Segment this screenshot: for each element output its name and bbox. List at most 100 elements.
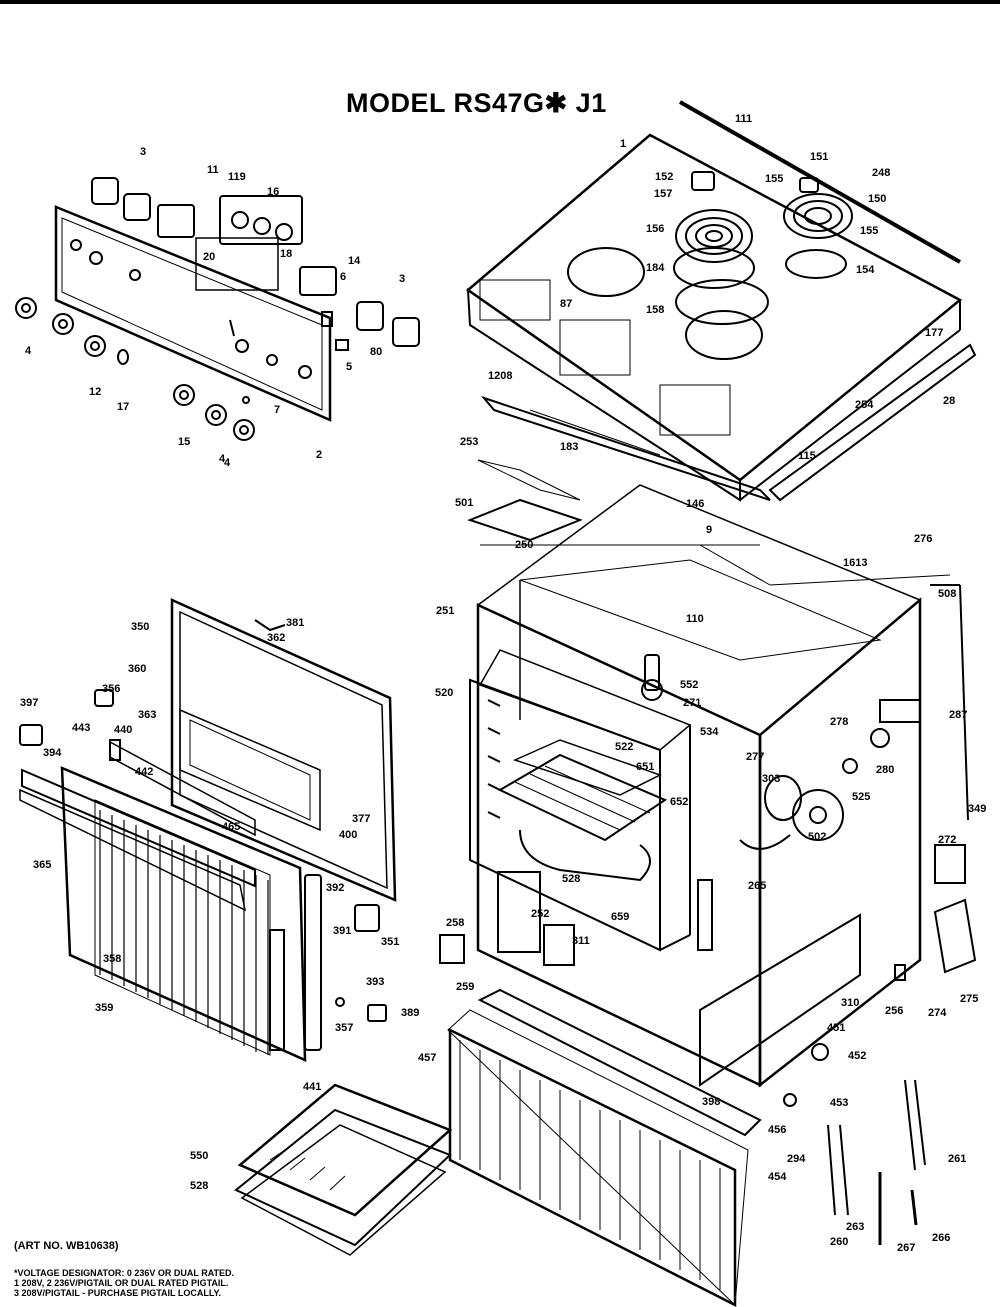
callout: 119 [228, 171, 246, 183]
callout: 150 [868, 193, 886, 205]
cooktop [465, 100, 963, 502]
callout: 392 [326, 882, 344, 894]
callout: 528 [562, 873, 580, 885]
callout: 183 [560, 441, 578, 453]
callout: 80 [370, 346, 382, 358]
callout: 14 [348, 255, 361, 267]
callout: 3 [399, 273, 405, 285]
callout: 280 [876, 764, 894, 776]
callout: 1613 [843, 557, 867, 569]
callout: 443 [72, 722, 90, 734]
callout: 28 [943, 395, 955, 407]
callout: 287 [949, 709, 967, 721]
callout: 177 [925, 327, 943, 339]
callout: 5 [346, 361, 352, 373]
callout: 365 [33, 859, 51, 871]
callout: 15 [178, 436, 190, 448]
callout: 389 [401, 1007, 419, 1019]
callout: 440 [114, 724, 132, 736]
callout: 6 [340, 271, 346, 283]
callout: 2 [316, 449, 322, 461]
callout: 251 [436, 605, 454, 617]
callout: 310 [841, 997, 859, 1009]
callout: 501 [455, 497, 473, 509]
callout: 252 [531, 908, 549, 920]
callout: 294 [787, 1153, 806, 1165]
callout: 552 [680, 679, 698, 691]
callout: 271 [683, 697, 701, 709]
callout: 362 [267, 632, 285, 644]
top-border [0, 0, 1000, 4]
oven-rack [497, 739, 668, 842]
callout: 528 [190, 1180, 208, 1192]
callout: 659 [611, 911, 629, 923]
callout: 278 [830, 716, 848, 728]
callout: 377 [352, 813, 370, 825]
callout: 258 [446, 917, 464, 929]
art-number: (ART NO. WB10638) [14, 1240, 119, 1252]
page-title: MODEL RS47G✱ J1 [346, 88, 607, 118]
oven-cavity [469, 649, 692, 952]
callout: 651 [636, 761, 654, 773]
callout: 267 [897, 1242, 915, 1254]
callout: 394 [43, 747, 62, 759]
callout: 363 [138, 709, 156, 721]
callout: 381 [286, 617, 304, 629]
callout: 20 [203, 251, 215, 263]
callout: 393 [366, 976, 384, 988]
control-panel [54, 205, 332, 422]
callout: 350 [131, 621, 149, 633]
callout: 3 [140, 146, 146, 158]
callout: 155 [765, 173, 783, 185]
callout: 111 [735, 113, 752, 125]
callout: 534 [700, 726, 719, 738]
surface-units [673, 171, 853, 325]
callout: 451 [827, 1022, 845, 1034]
callout: 391 [333, 925, 351, 937]
note-line: 1 208V, 2 236V/PIGTAIL OR DUAL RATED PIG… [14, 1278, 229, 1288]
callout: 7 [274, 404, 280, 416]
callout: 4 [219, 453, 226, 465]
callout: 158 [646, 304, 664, 316]
callout: 349 [968, 803, 986, 815]
note-line: *VOLTAGE DESIGNATOR: 0 236V OR DUAL RATE… [14, 1268, 235, 1278]
note-line: 3 208V/PIGTAIL - PURCHASE PIGTAIL LOCALL… [14, 1288, 222, 1298]
callout: 311 [572, 935, 590, 947]
oven-door [19, 598, 397, 1062]
callout: 263 [846, 1221, 864, 1233]
callout: 522 [615, 741, 633, 753]
callout: 442 [135, 766, 153, 778]
callout: 400 [339, 829, 357, 841]
callout: 17 [117, 401, 129, 413]
callout: 152 [655, 171, 673, 183]
callout: 4 [224, 457, 231, 469]
callout: 508 [938, 588, 956, 600]
callout: 265 [748, 880, 766, 892]
callout: 156 [646, 223, 664, 235]
callout: 398 [702, 1096, 720, 1108]
callout: 155 [860, 225, 878, 237]
broiler-pan [234, 1083, 453, 1256]
callout: 151 [810, 151, 828, 163]
callout: 4 [25, 345, 32, 357]
callout: 303 [762, 773, 780, 785]
callout: 261 [948, 1153, 966, 1165]
infinite-switches [91, 177, 420, 404]
callout: 1 [620, 138, 626, 150]
callout: 9 [706, 524, 712, 536]
callout: 351 [381, 936, 399, 948]
callout: 266 [932, 1232, 950, 1244]
callout: 11 [207, 164, 219, 176]
callout: 277 [746, 751, 764, 763]
callout: 272 [938, 834, 956, 846]
callout: 259 [456, 981, 474, 993]
control-knobs [15, 297, 255, 441]
callout: 358 [103, 953, 121, 965]
callout: 157 [654, 188, 672, 200]
callout: 12 [89, 386, 101, 398]
drawer-front-pattern [459, 1040, 721, 1290]
callout: 525 [852, 791, 870, 803]
callout: 1208 [488, 370, 512, 382]
